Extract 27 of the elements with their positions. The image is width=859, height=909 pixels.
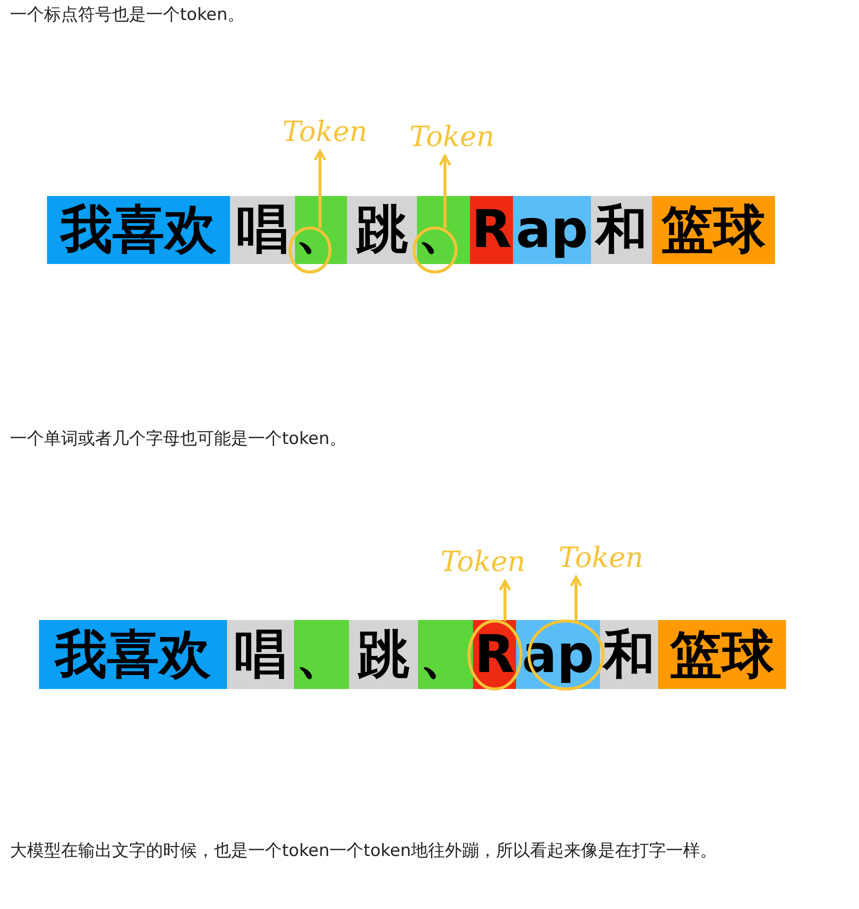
token-segment: 我喜欢 (39, 620, 227, 689)
token-segment: 篮球 (652, 196, 775, 264)
token-segment: 唱 (227, 620, 294, 689)
token-annotation: Token (407, 120, 497, 154)
token-segment: 和 (591, 196, 652, 264)
token-annotation: Token (438, 545, 528, 579)
token-annotation: Token (556, 541, 646, 575)
paragraph: 一个标点符号也是一个token。 (10, 4, 246, 27)
token-annotation: Token (280, 115, 370, 149)
token-segment: 跳 (349, 620, 418, 689)
paragraph: 一个单词或者几个字母也可能是一个token。 (10, 428, 348, 451)
arrow (438, 154, 452, 228)
token-segment: 、 (418, 620, 473, 689)
arrow (570, 576, 582, 621)
arrow (498, 580, 512, 621)
paragraph: 大模型在输出文字的时候，也是一个token一个token地往外蹦，所以看起来像是在打字一样。 (10, 840, 718, 863)
token-segment: R (470, 196, 513, 264)
token-segment: 跳 (347, 196, 417, 264)
token-segment: 、 (417, 196, 470, 264)
token-segment: 、 (294, 620, 349, 689)
token-segment: 篮球 (658, 620, 786, 689)
token-segment: 、 (295, 196, 347, 264)
token-segment: ap (513, 196, 591, 264)
token-segment: 我喜欢 (47, 196, 230, 264)
token-segment: 和 (600, 620, 658, 689)
arrow (314, 150, 326, 228)
token-segment: 唱 (230, 196, 295, 264)
